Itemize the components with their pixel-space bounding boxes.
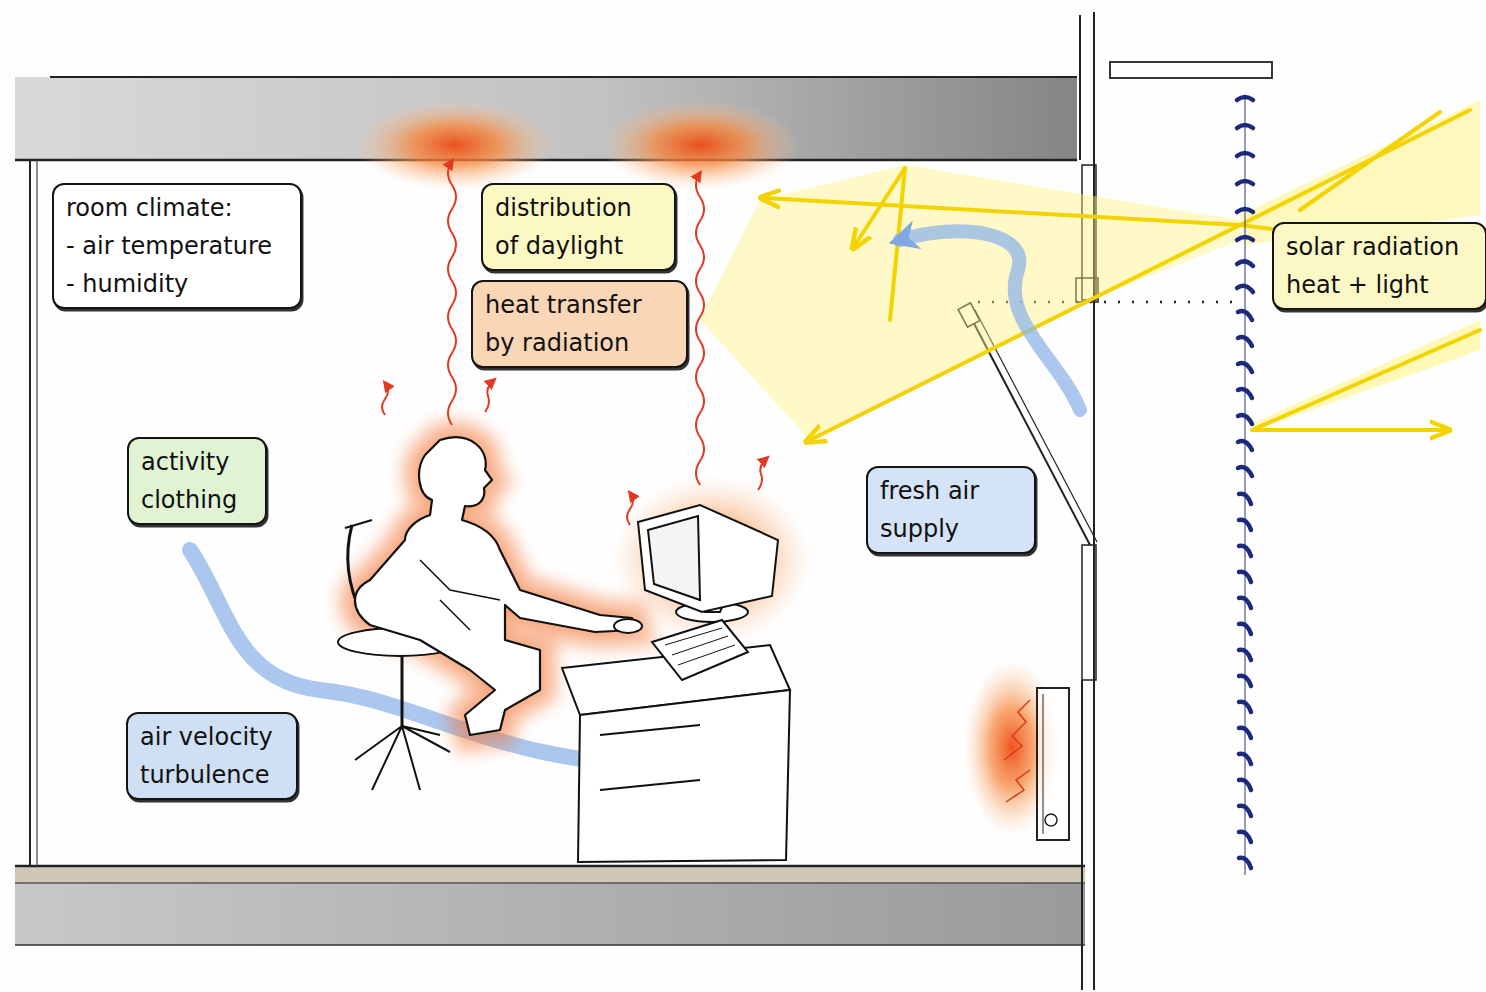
canopy <box>1110 62 1272 78</box>
sunlight-beam <box>1250 320 1480 430</box>
label-box: distribution of daylight <box>481 183 676 271</box>
louvre-blade <box>1239 598 1251 608</box>
louvre-blade <box>1237 209 1253 212</box>
chair-base <box>355 726 450 790</box>
louvre-blade <box>1237 237 1253 240</box>
louvre-blade <box>1237 286 1253 292</box>
louvre-blade <box>1239 546 1251 556</box>
light-ray <box>1252 428 1445 432</box>
louvre-blade <box>1239 832 1251 842</box>
heat-wave <box>1004 700 1030 802</box>
louvre-blade <box>1239 780 1251 790</box>
louvre-blade <box>1237 261 1253 266</box>
radiation-arrow <box>696 173 704 485</box>
radiation-arrow <box>627 493 633 525</box>
desk <box>562 645 790 862</box>
louvre-blade <box>1238 337 1252 346</box>
radiation-arrow <box>448 161 456 425</box>
heated-ceiling-spot <box>355 100 555 190</box>
light-rays <box>765 110 1480 440</box>
heated-ceiling-spot <box>600 100 800 190</box>
label-text: air velocity turbulence <box>140 718 284 794</box>
louvre-blade <box>1237 125 1253 128</box>
label-box: fresh air supply <box>866 466 1036 554</box>
louvre-blade <box>1237 97 1253 100</box>
label-text: distribution of daylight <box>495 189 662 265</box>
slab-edge <box>15 865 1085 868</box>
louvre-blade <box>1238 441 1252 450</box>
radiation-arrow <box>758 458 767 490</box>
radiation-waves <box>382 161 767 525</box>
facade-line <box>1081 680 1083 990</box>
louvre-blade <box>1238 311 1252 320</box>
label-text: - humidity <box>66 265 288 303</box>
keyboard <box>652 620 748 680</box>
monitor-screen <box>648 516 700 600</box>
label-text: room climate: <box>66 189 288 227</box>
louvre-blades <box>1237 97 1253 868</box>
label-box: heat transfer by radiation <box>471 280 688 368</box>
louvre-blade <box>1239 676 1251 686</box>
daylight-fan <box>700 165 1240 440</box>
label-box: air velocity turbulence <box>126 712 298 800</box>
louvre-blade <box>1238 467 1252 476</box>
louvre-blade <box>1238 415 1252 424</box>
radiator <box>1043 694 1044 834</box>
radiator <box>1037 688 1069 840</box>
light-ray <box>1252 330 1480 430</box>
radiation-arrow <box>485 380 494 412</box>
label-text: heat transfer by radiation <box>485 286 674 362</box>
louvre-blade <box>1237 181 1253 184</box>
label-box: solar radiation heat + light <box>1272 222 1486 310</box>
clothing-folds <box>420 560 500 630</box>
chair-back <box>345 520 372 528</box>
floor-screed <box>15 866 1085 883</box>
louvre-blade <box>1239 806 1251 816</box>
facade-line <box>1093 12 1095 990</box>
label-box: activity clothing <box>127 437 267 525</box>
louvre-blade <box>1239 728 1251 738</box>
monitor <box>638 505 778 612</box>
louvre-blade <box>1239 650 1251 660</box>
facade-line <box>1079 15 1081 160</box>
slab-edge <box>15 944 1085 946</box>
light-ray <box>1300 112 1440 210</box>
louvre-blade <box>1239 754 1251 764</box>
computer <box>614 505 778 680</box>
label-text: solar radiation heat + light <box>1286 228 1473 304</box>
chair-stem <box>401 656 404 726</box>
louvre-blade <box>1237 153 1253 156</box>
mouse <box>614 619 642 633</box>
desk-body <box>578 690 790 862</box>
floor-slab <box>15 883 1085 945</box>
label-text: - air temperature <box>66 227 288 265</box>
louvre-blade <box>1239 702 1251 712</box>
slab-edge <box>50 76 1077 78</box>
louvre-blade <box>1239 624 1251 634</box>
louvre-blade <box>1239 494 1251 504</box>
louvre-blade <box>1239 572 1251 582</box>
slab-edge <box>15 882 1085 884</box>
window-frame <box>1082 545 1096 680</box>
label-text: fresh air supply <box>880 472 1022 548</box>
keyboard-keys <box>665 628 735 665</box>
label-box: room climate:- air temperature- humidity <box>52 183 302 309</box>
fresh-air-flow <box>900 231 1080 410</box>
louvre-blade <box>1238 389 1252 398</box>
louvre-blade <box>1239 520 1251 530</box>
louvre-blade <box>1238 363 1252 372</box>
desk-drawer <box>600 725 700 790</box>
radiator-valve <box>1045 814 1057 826</box>
louvre-blade <box>1239 858 1251 868</box>
wall-line <box>36 160 37 866</box>
radiation-arrow <box>382 383 388 415</box>
label-text: activity clothing <box>141 443 253 519</box>
wall-line <box>29 160 31 866</box>
